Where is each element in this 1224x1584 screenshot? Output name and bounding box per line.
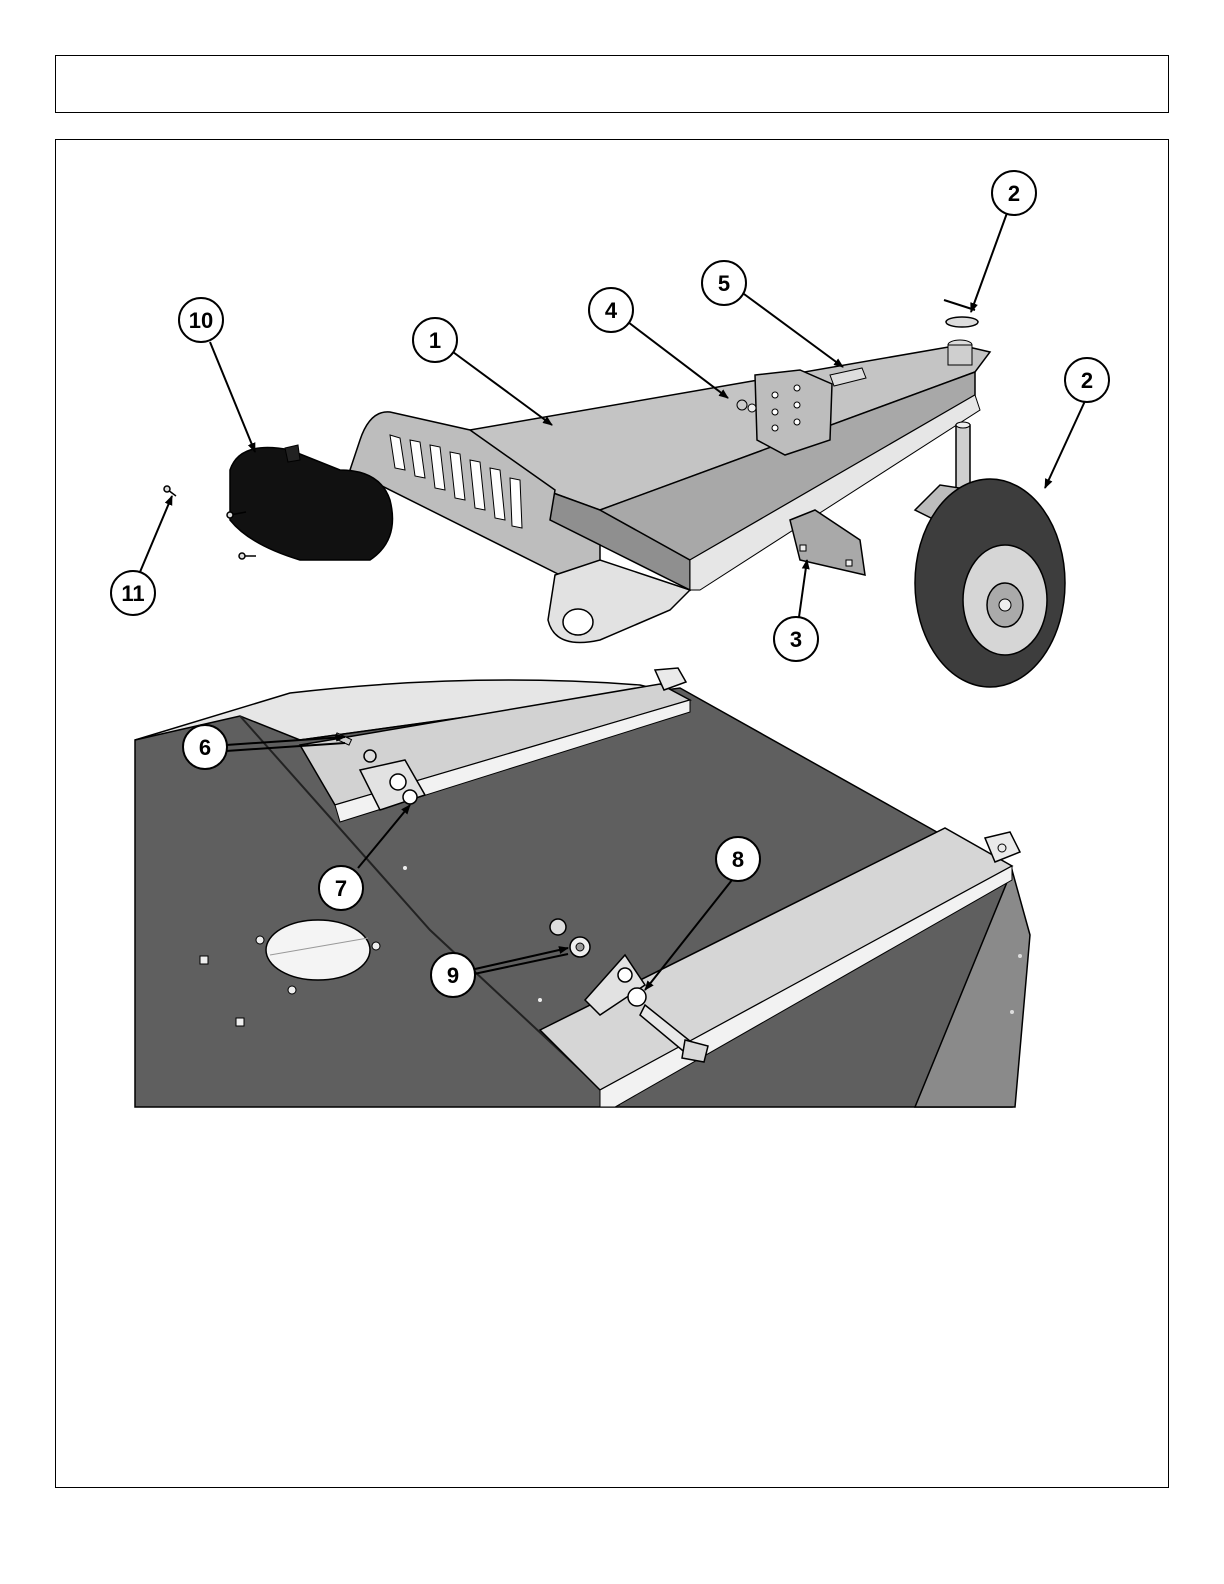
callout-8: 8 (716, 837, 760, 881)
callout-label: 1 (429, 328, 441, 353)
callout-7: 7 (319, 866, 363, 910)
callout-label: 11 (121, 581, 144, 606)
callout-label: 2 (1008, 181, 1020, 206)
callout-label: 2 (1081, 368, 1093, 393)
callout-2-top: 2 (992, 171, 1036, 215)
callout-4: 4 (589, 288, 633, 332)
callout-3: 3 (774, 617, 818, 661)
callout-2-wheel: 2 (1065, 358, 1109, 402)
callout-label: 5 (718, 271, 730, 296)
callout-11: 11 (111, 571, 155, 615)
mower-deck (135, 668, 1030, 1107)
callout-1: 1 (413, 318, 457, 362)
callout-label: 9 (447, 963, 459, 988)
callout-label: 6 (199, 735, 211, 760)
callout-label: 10 (189, 308, 213, 333)
callout-6: 6 (183, 725, 227, 769)
a-frame-hitch (350, 340, 990, 643)
callout-5: 5 (702, 261, 746, 305)
callout-label: 8 (732, 847, 744, 872)
callout-label: 7 (335, 876, 347, 901)
callout-label: 4 (605, 298, 618, 323)
callout-9: 9 (431, 953, 475, 997)
callout-label: 3 (790, 627, 802, 652)
callout-10: 10 (179, 298, 223, 342)
